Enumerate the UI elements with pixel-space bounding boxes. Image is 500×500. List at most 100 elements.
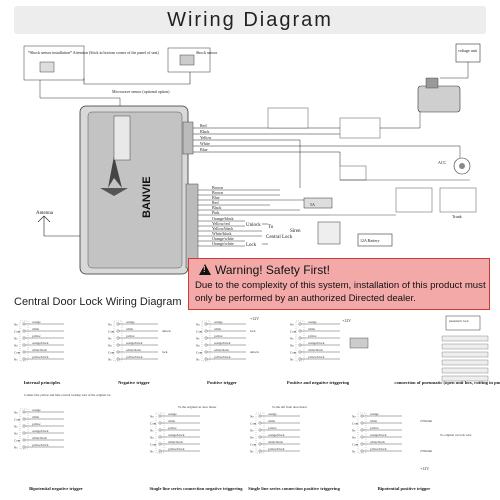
siren-icon [417, 85, 461, 113]
wire-color-label: white [214, 327, 222, 331]
terminal-label: Nc [290, 358, 294, 362]
relay-contact [158, 442, 162, 446]
relay-contact [298, 357, 302, 361]
wire-label: Yellow/black [212, 226, 233, 231]
terminal-label: Nc [196, 358, 200, 362]
motor-icon [349, 337, 369, 349]
terminal-label: No [352, 436, 356, 440]
plus12v-label: +12V [420, 466, 429, 471]
diagram-caption: Negative trigger [118, 380, 150, 385]
wire-color-label: yellow [32, 422, 41, 426]
relay-contact [204, 357, 208, 361]
relay-box [339, 117, 381, 139]
relay-contact [360, 428, 364, 432]
motion-sensor-note: Microwave sensor (optional option) [112, 89, 170, 94]
terminal-label: Com [108, 351, 115, 355]
shock-sensor-icon [39, 61, 55, 73]
relay-frame [255, 412, 265, 454]
terminal-label: Nc [14, 446, 18, 450]
lock-label: Lock [246, 243, 257, 248]
relay-contact [116, 322, 120, 326]
wire-color-label: yellow [308, 334, 317, 338]
terminal-label: Com [108, 330, 115, 334]
terminal-label: Com [250, 443, 257, 447]
relay-contact [298, 350, 302, 354]
wire-color-label: yellow/black [214, 355, 231, 359]
warning-heading: Warning! Safety First! [199, 263, 330, 277]
relay-contact [22, 438, 26, 442]
pneumatic-relay [441, 367, 489, 374]
unlock-label: unlock [162, 329, 171, 333]
wire-color-label: white [32, 327, 40, 331]
relay-frame [155, 412, 165, 454]
central-lock-section-title: Central Door Lock Wiring Diagram [14, 296, 182, 308]
wire-color-label: yellow [370, 426, 379, 430]
relay-frame [19, 320, 29, 362]
voltage-unit-box [455, 43, 481, 63]
terminal-label: Com [196, 351, 203, 355]
relay-contact [204, 343, 208, 347]
terminal-label: No [250, 436, 254, 440]
relay-frame [19, 408, 29, 450]
wire-color-label: orange [308, 320, 317, 324]
lock-label: lock [162, 350, 168, 354]
wire-label: Blue [212, 195, 220, 200]
terminal-label: Com [14, 439, 21, 443]
pneumatic-label: pneumatic lock [449, 319, 469, 323]
wire-color-label: orange/black [32, 341, 49, 345]
relay-contact [258, 435, 262, 439]
wire-label: Red [212, 200, 218, 205]
resistor-label: 2700ohm [420, 449, 433, 453]
left-front-door-note: To the left front door motor [272, 405, 308, 409]
unlock-label: Unlock [246, 223, 261, 228]
terminal-label: Nc [108, 337, 112, 341]
relay-contact [116, 357, 120, 361]
relay-frame [295, 320, 305, 362]
terminal-label: No [150, 436, 154, 440]
pneumatic-box [445, 315, 481, 331]
relay-contact [298, 336, 302, 340]
terminal-label: Nc [250, 429, 254, 433]
terminal-label: Nc [352, 450, 356, 454]
relay-contact [158, 421, 162, 425]
terminal-label: Com [150, 422, 157, 426]
terminal-label: Com [250, 422, 257, 426]
relay-contact [258, 428, 262, 432]
terminal-label: No [352, 415, 356, 419]
wire-label: Brown [212, 185, 223, 190]
wire-color-label: orange [32, 408, 41, 412]
terminal-label: Nc [250, 450, 254, 454]
trunk-label: Trunk [452, 214, 462, 219]
trunk-switch-box [439, 187, 477, 213]
wire-color-label: orange [32, 320, 41, 324]
terminal-label: No [290, 344, 294, 348]
relay-contact [158, 428, 162, 432]
wire-label: Yellow/red [212, 221, 230, 226]
pneumatic-relay [441, 343, 489, 350]
shock-sensor-label: Shock sensor [196, 50, 218, 55]
shock-sensor-note: *Shock sensor installation* Attention (S… [28, 50, 160, 55]
wire-color-label: yellow [32, 334, 41, 338]
pneumatic-relay [441, 351, 489, 358]
wire-color-label: white/black [32, 348, 47, 352]
wire-color-label: yellow/black [308, 355, 325, 359]
relay-contact [204, 322, 208, 326]
wire-color-label: white/black [126, 348, 141, 352]
siren-speaker-icon [317, 221, 341, 245]
wire-color-label: yellow/black [32, 355, 49, 359]
relay-contact [22, 329, 26, 333]
wire-color-label: white/black [370, 440, 385, 444]
terminal-label: Nc [150, 450, 154, 454]
safety-warning-box: Warning! Safety First! Due to the comple… [188, 258, 490, 310]
wire-color-label: orange/black [308, 341, 325, 345]
central-lock-diagrams: NoorangeComwhiteNcyellowNoorange/blackCo… [14, 315, 500, 491]
wire-color-label: white [126, 327, 134, 331]
relay-contact [360, 435, 364, 439]
diagram-caption: Bipotential positive trigger [378, 486, 431, 491]
relay-contact [22, 336, 26, 340]
terminal-label: No [290, 323, 294, 327]
relay-contact [116, 329, 120, 333]
page-title: Wiring Diagram [167, 9, 333, 31]
wire-color-label: white/black [268, 440, 283, 444]
relay-contact [258, 442, 262, 446]
